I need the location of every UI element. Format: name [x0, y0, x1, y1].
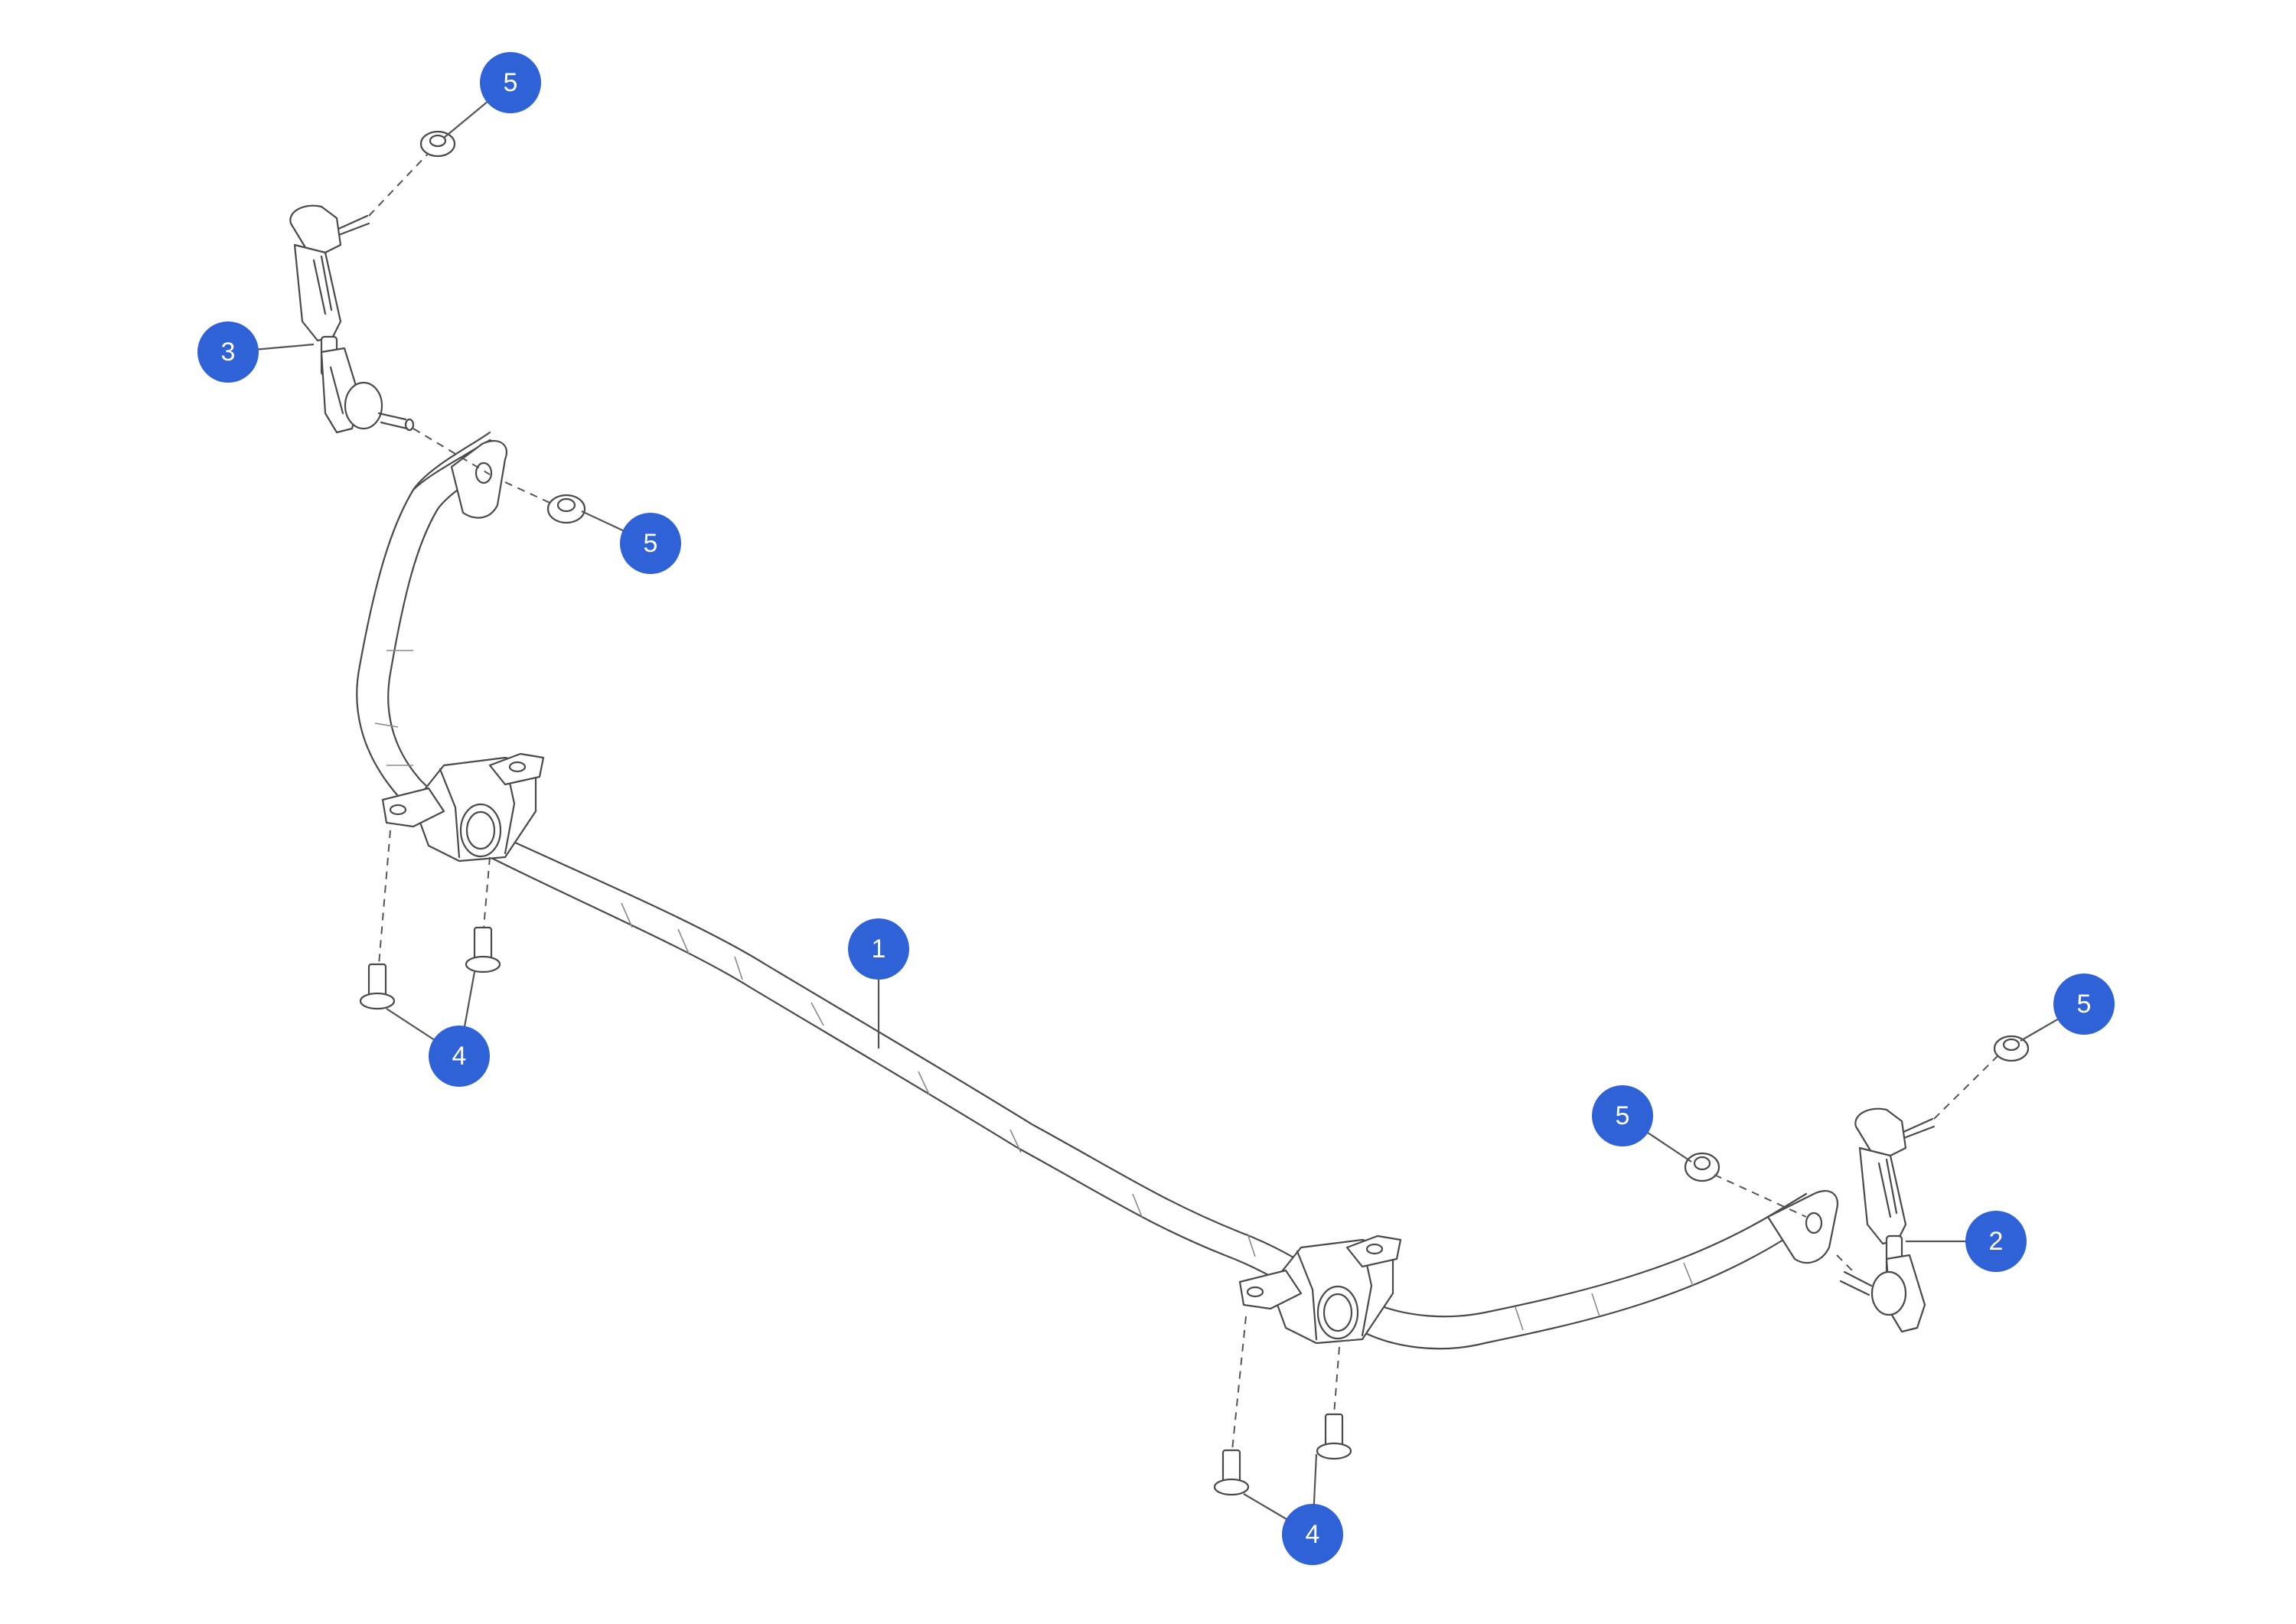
bushing-bracket-right [1238, 1234, 1402, 1345]
callout-4-left-label: 4 [452, 1042, 467, 1071]
bolt-right-a [1213, 1449, 1250, 1496]
bolt-right-b [1316, 1413, 1352, 1460]
bushing-bracket-left [381, 752, 545, 863]
callout-5-right-mid-label: 5 [1616, 1101, 1630, 1130]
callout-2-label: 2 [1989, 1227, 2004, 1256]
callout-4-right-label: 4 [1306, 1520, 1320, 1549]
bolt-left-a [359, 963, 396, 1010]
callout-1: 1 [848, 918, 909, 980]
callout-3: 3 [197, 321, 259, 383]
callout-5-mid-left: 5 [620, 513, 681, 574]
callout-5-top-left: 5 [480, 52, 541, 113]
callout-4-right: 4 [1282, 1504, 1343, 1565]
callout-1-label: 1 [872, 934, 886, 964]
nut-right-mid [1684, 1152, 1720, 1182]
callout-3-label: 3 [221, 338, 236, 367]
stabilizer-bar [356, 431, 1839, 1350]
callout-5-right-mid: 5 [1592, 1085, 1653, 1146]
callout-5-mid-left-label: 5 [644, 529, 658, 558]
stabilizer-link-right [1839, 1107, 1936, 1333]
nut-right-top [1993, 1035, 2030, 1062]
callout-4-left: 4 [429, 1026, 490, 1087]
callout-5-right-top: 5 [2053, 973, 2115, 1035]
callout-5-top-left-label: 5 [504, 68, 518, 97]
callout-5-right-top-label: 5 [2077, 990, 2092, 1019]
nut-top-left [419, 130, 456, 158]
bolt-left-b [465, 926, 501, 973]
nut-mid-left [546, 494, 586, 524]
callout-2: 2 [1965, 1211, 2027, 1272]
stabilizer-link-left [289, 204, 415, 434]
assembly-lines [368, 152, 1998, 1451]
